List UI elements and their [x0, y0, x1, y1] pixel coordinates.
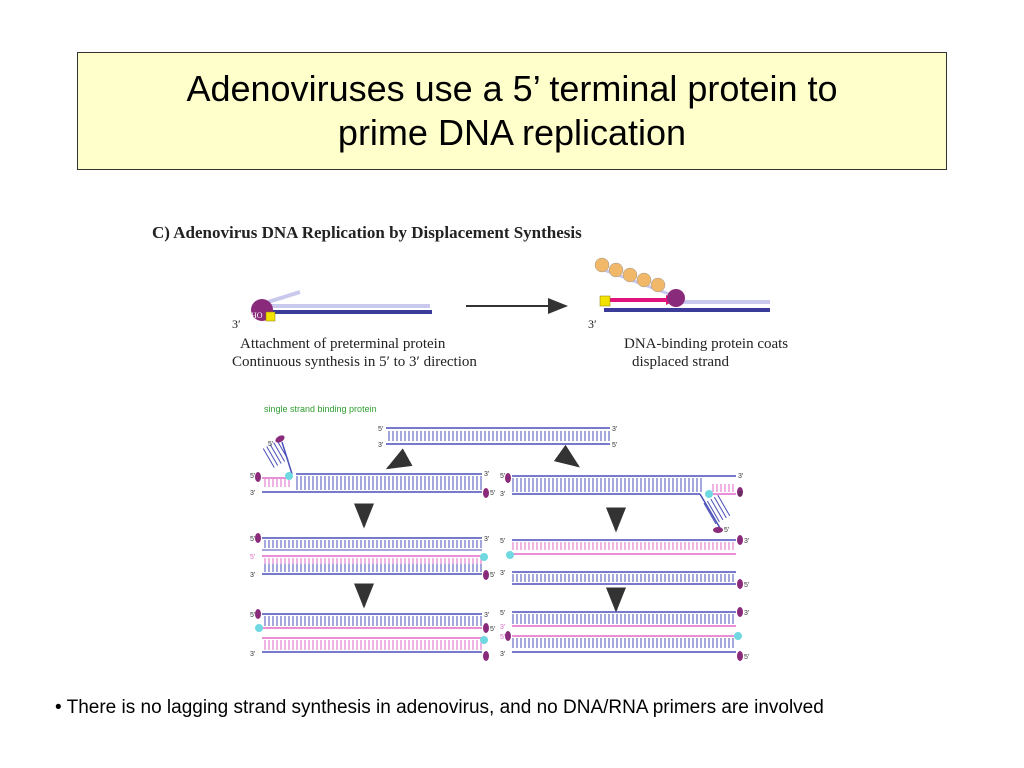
end-label: 3' — [484, 471, 489, 478]
end-label: 3' — [484, 536, 489, 543]
slide-title-line1: Adenoviruses use a 5’ terminal protein t… — [186, 68, 838, 109]
end-label: 3' — [378, 442, 383, 449]
ssb-bead — [636, 272, 652, 288]
end-label: 5' — [250, 473, 255, 480]
end-label: 5' — [612, 442, 617, 449]
ssb-bead — [608, 262, 624, 278]
end-label: 5' — [500, 538, 505, 545]
ssb-bead — [650, 277, 666, 293]
down-right-arrow — [553, 444, 581, 468]
right-caption-line1: DNA-binding protein coats — [624, 336, 788, 352]
right-replication-intermediate: 5' 3' 3' 3' 5' — [500, 473, 743, 534]
primer-protein — [599, 295, 611, 307]
right-duplex-pair-2: 5' 3' 3' 5' — [500, 535, 749, 589]
left-caption-line1: Attachment of preterminal protein — [240, 336, 446, 352]
end-label: 5' — [500, 634, 505, 641]
end-label: 5' — [250, 554, 255, 561]
end-label: 5' — [724, 527, 729, 534]
right-duplex-pair-3: 5' 3' 5' 3' 3' 5' — [500, 607, 749, 661]
attachment-step: HO 3′ Attachment of preterminal protein … — [232, 290, 477, 370]
end-label: 3' — [500, 651, 505, 658]
ssb-bead — [622, 267, 638, 283]
end-label: 5' — [268, 441, 273, 448]
right-3prime-label: 3′ — [588, 317, 597, 331]
left-replication-intermediate: 5' 5' 3' 3' 5' — [250, 435, 495, 498]
left-duplex-pair-2: 5' 5' 3' 3' 5' — [250, 533, 495, 580]
end-label: 5' — [500, 610, 505, 617]
right-caption-line2: displaced strand — [632, 354, 730, 370]
ssb-label: single strand binding protein — [264, 404, 377, 414]
bullet-note: • There is no lagging strand synthesis i… — [55, 697, 824, 718]
end-label: 3' — [744, 610, 749, 617]
left-caption-line2: Continuous synthesis in 5′ to 3′ directi… — [232, 354, 477, 370]
slide-title-line2: prime DNA replication — [337, 112, 687, 153]
displacement-step: 3′ DNA-binding protein coats displaced s… — [588, 257, 788, 370]
left-3prime-label: 3′ — [232, 317, 241, 331]
parental-duplex: 5' 3' 3' 5' — [378, 426, 617, 449]
end-label: 5' — [250, 536, 255, 543]
ho-label: HO — [251, 311, 263, 320]
end-label: 3' — [500, 570, 505, 577]
end-label: 3' — [250, 572, 255, 579]
end-label: 3' — [738, 491, 743, 498]
primer-protein — [265, 311, 276, 322]
end-label: 3' — [744, 538, 749, 545]
end-label: 3' — [612, 426, 617, 433]
end-label: 3' — [738, 473, 743, 480]
end-label: 5' — [500, 473, 505, 480]
end-label: 3' — [500, 624, 505, 631]
polymerase — [667, 289, 685, 307]
figure-heading: C) Adenovirus DNA Replication by Displac… — [152, 223, 582, 242]
end-label: 5' — [378, 426, 383, 433]
left-duplex-pair-3: 5' 3' 3' 5' — [250, 609, 495, 661]
ssb-bead — [594, 257, 610, 273]
end-label: 5' — [490, 626, 495, 633]
end-label: 5' — [744, 654, 749, 661]
down-left-arrow — [385, 448, 413, 470]
end-label: 3' — [250, 651, 255, 658]
end-label: 5' — [744, 582, 749, 589]
slide-title: Adenoviruses use a 5’ terminal protein t… — [186, 67, 837, 155]
end-label: 5' — [250, 612, 255, 619]
end-label: 3' — [250, 490, 255, 497]
end-label: 5' — [490, 490, 495, 497]
end-label: 5' — [490, 572, 495, 579]
title-box: Adenoviruses use a 5’ terminal protein t… — [77, 52, 947, 170]
end-label: 3' — [484, 612, 489, 619]
end-label: 3' — [500, 491, 505, 498]
